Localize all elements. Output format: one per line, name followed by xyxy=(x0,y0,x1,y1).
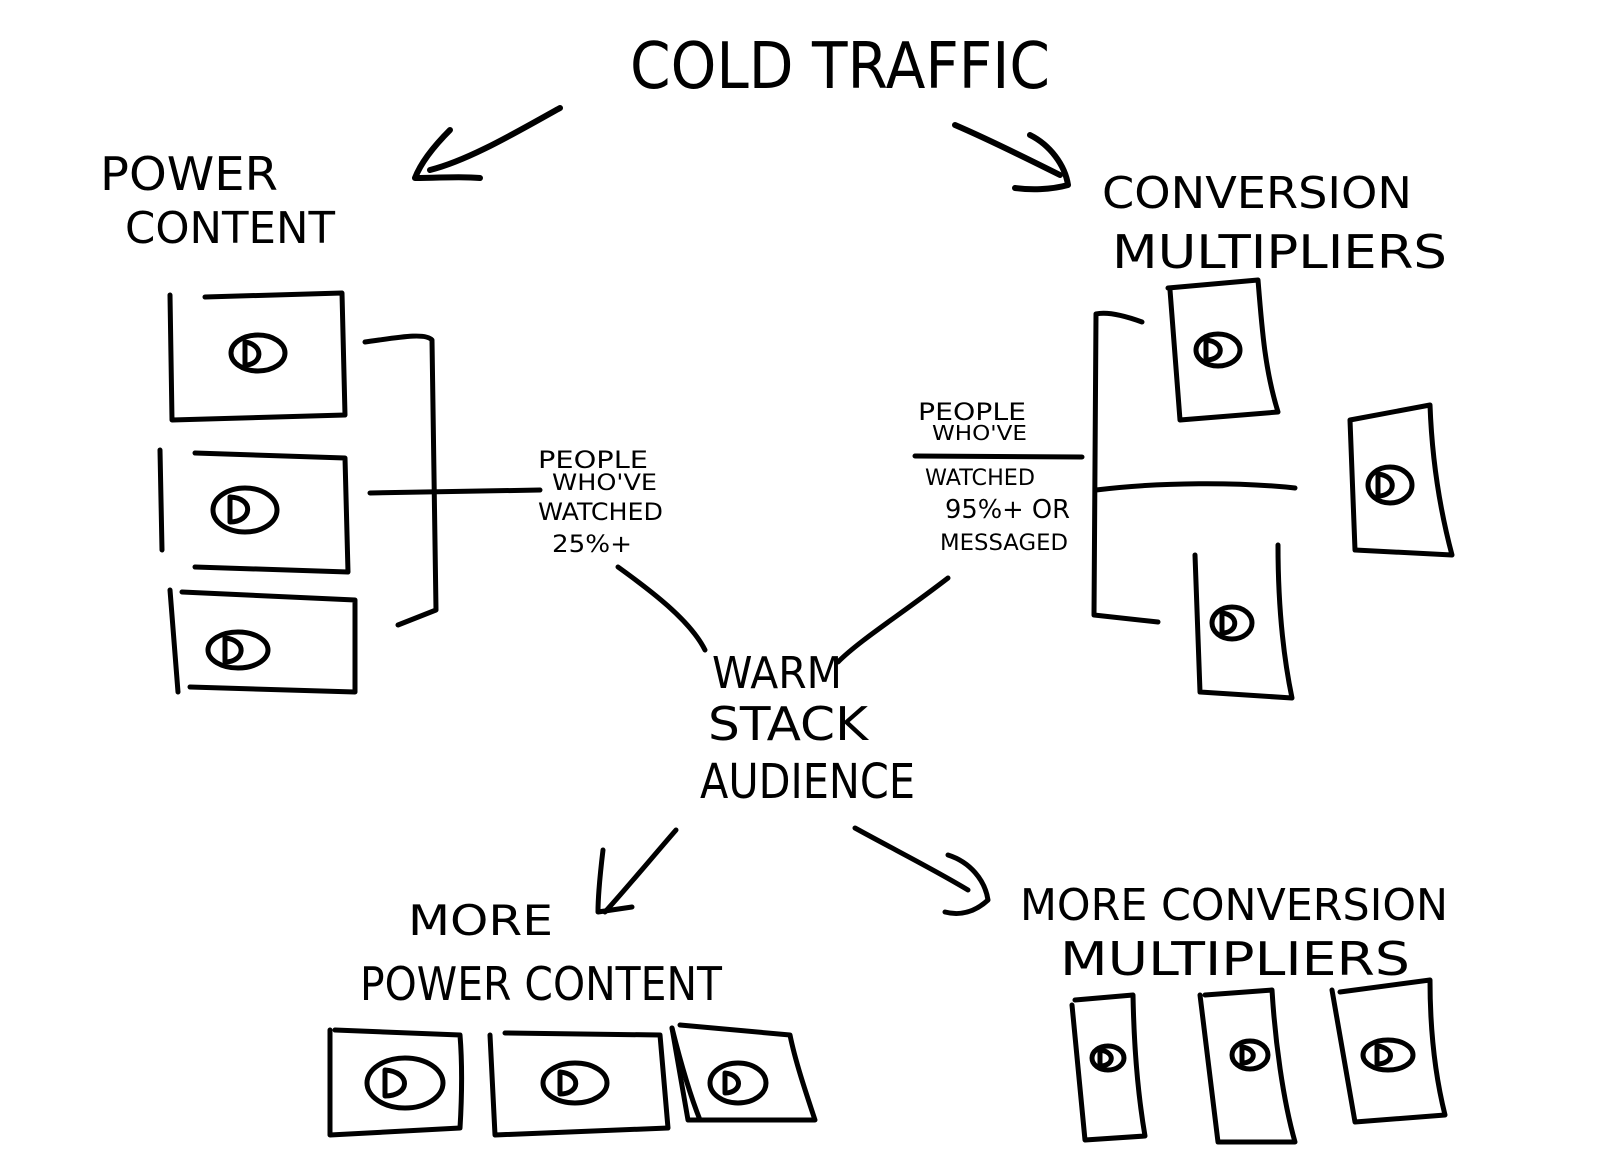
conversion-annotation-line3: WATCHED xyxy=(925,466,1035,491)
power-content-video-2 xyxy=(157,447,351,575)
warm-stack-line1: WARM xyxy=(712,648,842,699)
arrow-to-more-conversion-multipliers xyxy=(852,825,991,916)
more-conversion-multipliers-line1: MORE CONVERSION xyxy=(1020,880,1448,931)
power-content-bracket xyxy=(362,333,543,628)
conversion-annotation-line1: PEOPLE xyxy=(918,398,1026,426)
power-content-annotation-line2: WHO'VE xyxy=(552,471,657,496)
conversion-multipliers-label-line1: CONVERSION xyxy=(1102,168,1412,219)
warm-stack-connectors xyxy=(615,564,951,665)
conversion-annotation-line4: 95%+ or xyxy=(945,495,1070,525)
more-conversion-multiplier-video-3 xyxy=(1329,977,1448,1125)
cold-traffic-title: COLD TRAFFIC xyxy=(630,30,1050,104)
power-content-annotation-line1: PEOPLE xyxy=(538,446,648,474)
power-content-label-line2: CONTENT xyxy=(125,203,335,254)
more-power-content-video-1 xyxy=(327,1027,464,1138)
arrow-to-conversion-multipliers xyxy=(952,122,1071,193)
more-conversion-multiplier-video-2 xyxy=(1197,987,1298,1145)
power-content-video-1 xyxy=(167,290,348,423)
conversion-multiplier-video-2 xyxy=(1347,402,1455,558)
more-power-content-video-3 xyxy=(669,1022,818,1123)
power-content-label-line1: POWER xyxy=(100,147,278,201)
more-power-content-video-2 xyxy=(487,1030,671,1138)
more-conversion-multipliers-line2: MULTIPLIERS xyxy=(1060,932,1410,986)
conversion-annotation-line2: WHO'VE xyxy=(932,421,1027,445)
conversion-multipliers-label-line2: MULTIPLIERS xyxy=(1112,225,1447,279)
conversion-multiplier-video-1 xyxy=(1165,277,1281,423)
conversion-annotation-line5: MESSAGED xyxy=(940,531,1068,556)
power-content-annotation-line3: WATCHED xyxy=(538,498,663,526)
more-power-content-line2: POWER CONTENT xyxy=(360,957,723,1011)
arrow-to-more-power-content xyxy=(595,827,679,915)
warm-stack-line2: STACK xyxy=(708,697,870,751)
power-content-video-3 xyxy=(167,587,358,695)
power-content-annotation-line4: 25%+ xyxy=(552,530,632,558)
warm-stack-line3: AUDIENCE xyxy=(700,754,915,810)
arrow-to-power-content xyxy=(412,105,563,181)
conversion-multipliers-bracket xyxy=(912,310,1298,625)
conversion-multiplier-video-3 xyxy=(1192,542,1295,701)
more-power-content-line1: MORE xyxy=(408,896,553,945)
more-conversion-multiplier-video-1 xyxy=(1069,992,1148,1143)
